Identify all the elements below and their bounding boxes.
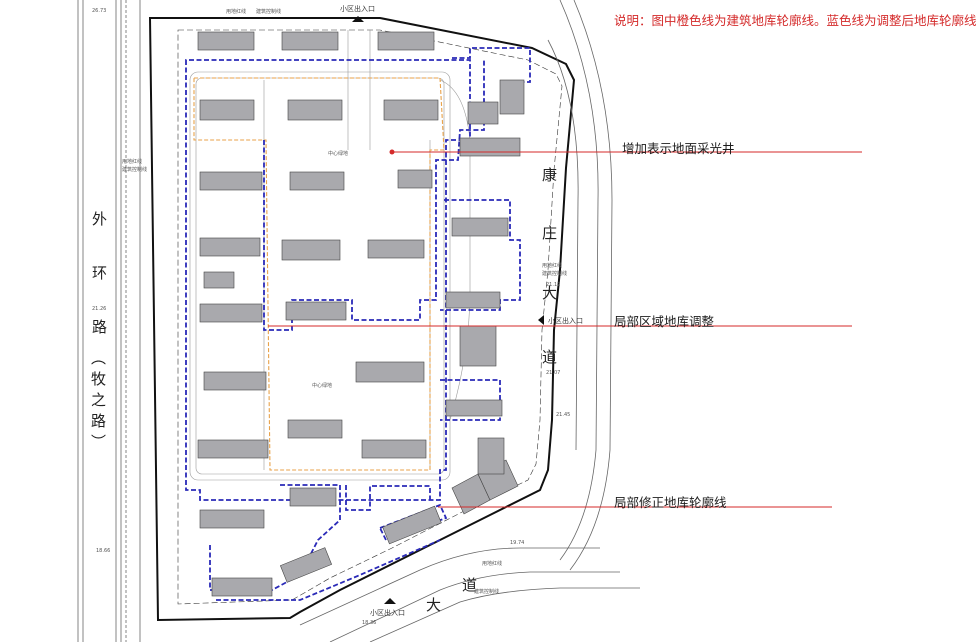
- building-5: [287, 99, 343, 121]
- label-build-line-3: 建筑控制线: [542, 271, 568, 277]
- building-7: [499, 79, 525, 115]
- elev-2: 21.26: [92, 306, 107, 312]
- building-21: [203, 371, 267, 391]
- building-29: [289, 487, 337, 507]
- skylight-marker: [389, 149, 395, 155]
- elev-8: 21.45: [556, 412, 571, 418]
- site-boundary: [148, 17, 576, 622]
- building-6: [383, 99, 439, 121]
- east-road-char-2: 庄: [542, 224, 558, 242]
- south-road-char-1: 大: [426, 596, 442, 614]
- build-control-line: [177, 29, 563, 605]
- building-24: [445, 399, 503, 417]
- label-build-line-4: 建筑控制线: [474, 589, 500, 595]
- south-road-lines: [299, 547, 640, 642]
- elev-6: 21.12: [546, 282, 561, 288]
- building-16: [451, 217, 509, 237]
- building-11: [397, 169, 433, 189]
- label-build-line-1: 建筑控制线: [256, 9, 282, 15]
- building-3: [377, 31, 435, 51]
- building-28: [199, 509, 265, 529]
- elev-7: 21.07: [546, 370, 561, 376]
- building-19: [285, 301, 347, 321]
- west-road-subname: （牧之路）: [89, 350, 107, 455]
- building-1: [197, 31, 255, 51]
- building-17: [203, 271, 235, 289]
- elev-5: 18.36: [362, 620, 377, 626]
- elev-1: 26.73: [92, 8, 107, 14]
- west-road-char-3: 路: [92, 318, 108, 336]
- building-8: [467, 101, 499, 125]
- building-18: [199, 303, 263, 323]
- building-13: [199, 237, 261, 257]
- label-center-green-2: 中心绿地: [312, 383, 333, 389]
- building-32: [211, 577, 273, 597]
- building-14: [281, 239, 341, 261]
- label-red-line-4: 用地红线: [482, 561, 503, 567]
- building-27: [361, 439, 427, 459]
- building-30: [279, 547, 333, 583]
- label-red-line-3: 用地红线: [542, 263, 563, 269]
- east-road-lines: [547, 0, 613, 571]
- west-road-char-2: 环: [92, 264, 108, 282]
- building-10: [289, 171, 345, 191]
- callout-skylight: 增加表示地面采光井: [622, 141, 735, 156]
- label-red-line-2: 用地红线: [122, 159, 143, 165]
- building-31: [382, 505, 442, 545]
- building-26: [287, 419, 343, 439]
- elev-4: 19.74: [510, 540, 525, 546]
- west-road-lines: [77, 0, 141, 642]
- building-25: [197, 439, 269, 459]
- legend-note: 说明：图中橙色线为建筑地库轮廓线。蓝色线为调整后地库轮廓线: [614, 13, 977, 28]
- callout-partial-adjust: 局部区域地库调整: [614, 314, 715, 329]
- building-12: [459, 137, 521, 157]
- entrance-east: 小区出入口: [548, 317, 583, 325]
- east-road-char-1: 康: [542, 166, 558, 184]
- building-4: [199, 99, 255, 121]
- commercial-block-3: [477, 437, 505, 475]
- building-23: [459, 325, 497, 367]
- west-road-char-1: 外: [92, 210, 108, 228]
- callout-partial-fix: 局部修正地库轮廓线: [614, 495, 727, 510]
- callout-lines: [268, 151, 862, 508]
- building-20: [445, 291, 501, 309]
- entrance-north: 小区出入口: [340, 5, 375, 13]
- building-22: [355, 361, 425, 383]
- south-road-char-2: 道: [462, 576, 478, 594]
- label-red-line-1: 用地红线: [226, 9, 247, 15]
- east-road-char-3: 大: [542, 284, 558, 302]
- orange-basement-outline: [193, 77, 445, 471]
- buildings: [197, 31, 525, 597]
- elev-3: 18.66: [96, 548, 111, 554]
- entrance-arrows: [352, 16, 544, 604]
- building-9: [199, 171, 263, 191]
- label-build-line-2: 建筑控制线: [122, 167, 148, 173]
- building-2: [281, 31, 339, 51]
- entrance-south: 小区出入口: [370, 609, 405, 617]
- east-road-char-4: 道: [542, 348, 558, 366]
- label-center-green-1: 中心绿地: [328, 151, 349, 157]
- building-15: [367, 239, 425, 259]
